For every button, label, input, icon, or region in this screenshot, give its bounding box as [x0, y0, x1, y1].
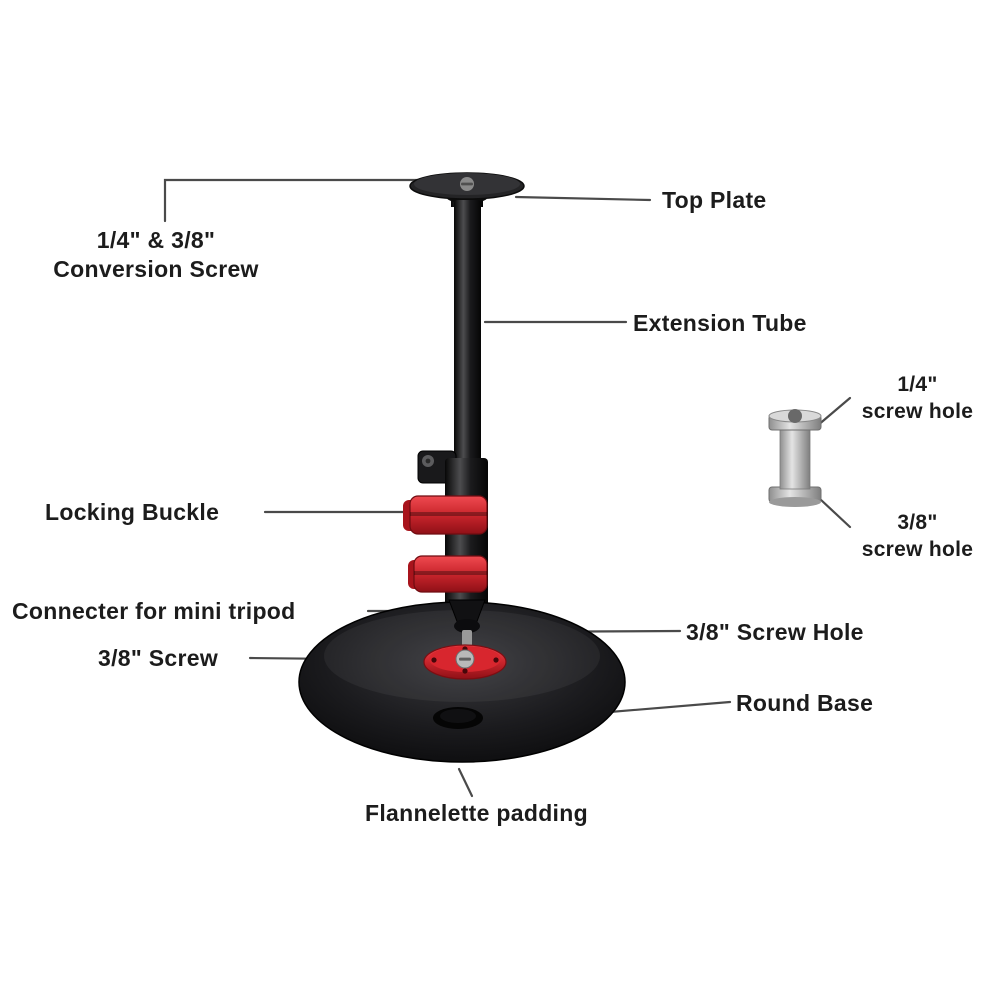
- label-quarter-screw-hole: 1/4" screw hole: [845, 372, 990, 426]
- label-three-eighth-screw-hole-adapter-line1: 3/8": [897, 511, 938, 534]
- label-conversion-screw-line1: 1/4" & 3/8": [96, 227, 216, 253]
- screw-adapter-graphic: [768, 409, 822, 507]
- label-top-plate: Top Plate: [662, 187, 767, 213]
- label-three-eighth-screw-hole-adapter: 3/8" screw hole: [845, 510, 990, 564]
- label-round-base: Round Base: [736, 690, 874, 716]
- label-flannelette-padding: Flannelette padding: [365, 800, 588, 826]
- label-connecter-mini-tripod: Connecter for mini tripod: [12, 598, 296, 624]
- extension-tube-graphic: [417, 200, 488, 608]
- label-extension-tube: Extension Tube: [633, 310, 807, 336]
- base-screw-mount-graphic: [423, 644, 507, 680]
- label-three-eighth-screw: 3/8" Screw: [98, 645, 219, 671]
- locking-buckle-graphic: [403, 495, 488, 593]
- label-locking-buckle: Locking Buckle: [45, 499, 220, 525]
- label-conversion-screw-line2: Conversion Screw: [53, 256, 259, 283]
- label-three-eighth-screw-hole-adapter-line2: screw hole: [861, 537, 974, 561]
- label-conversion-screw: 1/4" & 3/8" Conversion Screw: [18, 226, 294, 285]
- mini-tripod-connecter-graphic: [448, 599, 486, 646]
- label-three-eighth-screw-hole: 3/8" Screw Hole: [686, 619, 864, 645]
- label-quarter-screw-hole-line1: 1/4": [897, 373, 938, 396]
- label-quarter-screw-hole-line2: screw hole: [861, 399, 974, 423]
